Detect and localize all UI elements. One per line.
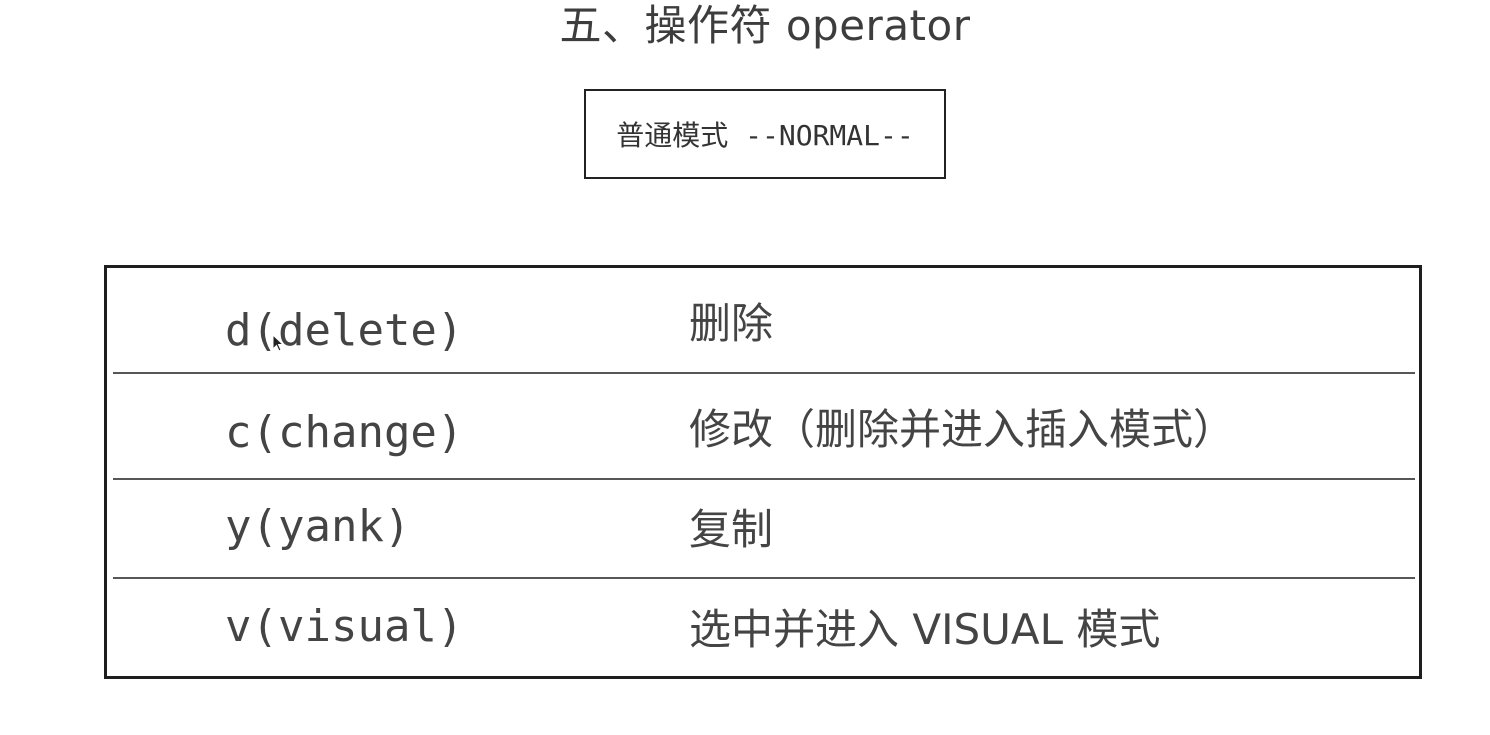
table-row: c(change) 修改（删除并进入插入模式） — [107, 374, 1419, 478]
mode-indicator-box: 普通模式 --NORMAL-- — [584, 89, 946, 179]
mouse-pointer-icon — [272, 334, 285, 352]
row-divider — [113, 372, 1415, 374]
operator-description: 复制 — [689, 504, 774, 554]
operator-key: v(visual) — [225, 600, 464, 652]
table-row: y(yank) 复制 — [107, 474, 1419, 578]
table-row: v(visual) 选中并进入 VISUAL 模式 — [107, 574, 1419, 678]
row-divider — [113, 577, 1415, 579]
page-title: 五、操作符 operator — [559, 1, 971, 50]
operator-key: c(change) — [225, 406, 464, 458]
operator-table: d(delete) 删除 c(change) 修改（删除并进入插入模式） y(y… — [104, 265, 1422, 679]
mode-label: 普通模式 --NORMAL-- — [616, 119, 914, 152]
operator-description: 选中并进入 VISUAL 模式 — [689, 604, 1161, 654]
table-row: d(delete) 删除 — [107, 268, 1419, 372]
operator-key: y(yank) — [225, 500, 411, 552]
operator-key: d(delete) — [225, 304, 464, 356]
row-divider — [113, 478, 1415, 480]
operator-description: 删除 — [689, 298, 774, 348]
operator-description: 修改（删除并进入插入模式） — [689, 404, 1236, 454]
